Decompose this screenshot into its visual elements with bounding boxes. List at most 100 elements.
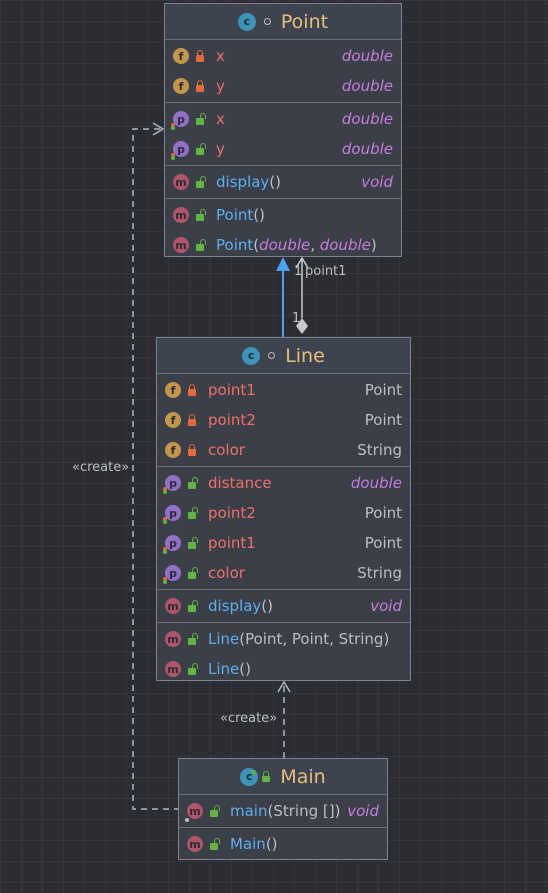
method-icon: m [165,661,181,677]
property-icon: p [163,505,181,524]
line-properties-section: p distance double p point2 Point p point… [157,467,410,590]
property-row[interactable]: p color String [157,558,410,588]
public-lock-icon [188,536,198,549]
method-name: main [230,802,268,820]
method-row[interactable]: m main (String []) void [179,796,387,826]
property-type: double [341,110,393,128]
public-lock-icon [196,208,206,221]
field-name: point2 [208,411,256,429]
property-icon: p [163,475,181,494]
property-row[interactable]: p distance double [157,468,410,498]
property-icon: p [163,535,181,554]
constructor-args: () [239,660,251,678]
property-name: color [208,564,245,582]
line-fields-section: f point1 Point f point2 Point f color St… [157,374,410,467]
field-row[interactable]: f color String [157,435,410,465]
param-type: double [259,236,311,254]
property-type: Point [364,504,402,522]
field-row[interactable]: f x double [165,41,401,71]
method-return-type: void [347,802,379,820]
constructor-row[interactable]: m Point () [165,200,401,230]
class-icon: c [237,12,256,31]
create-dependency-point-arrowhead [152,122,165,136]
property-icon: p [171,141,189,160]
property-type: double [350,474,402,492]
constructor-name: Point [216,206,254,224]
create-label-left: «create» [72,460,130,475]
assoc-multiplicity-top: 1 [294,264,303,279]
private-lock-icon [188,443,196,456]
public-lock-icon [262,770,271,782]
constructor-name: Point [216,236,254,254]
class-line[interactable]: c Line f point1 Point f point2 Point f c… [156,337,411,681]
method-icon: m [165,631,181,647]
association-arrowhead [295,256,309,269]
property-name: x [216,110,225,128]
property-row[interactable]: p point2 Point [157,498,410,528]
main-methods-section: m main (String []) void [179,795,387,828]
method-row[interactable]: m display () void [157,591,410,621]
class-line-name: Line [285,344,325,367]
constructor-name: Main [230,835,266,853]
point-constructors-section: m Point () m Point ( double , double ) [165,199,401,261]
field-row[interactable]: f point1 Point [157,375,410,405]
method-return-type: void [370,597,402,615]
public-lock-icon [196,112,206,125]
property-row[interactable]: p y double [165,134,401,164]
property-icon: p [171,111,189,130]
generalization-arrowhead [276,257,290,271]
method-row[interactable]: m display () void [165,167,401,197]
field-name: point1 [208,381,256,399]
method-return-type: void [361,173,393,191]
field-row[interactable]: f point2 Point [157,405,410,435]
point-fields-section: f x double f y double [165,40,401,103]
constructor-row[interactable]: m Line () [157,654,410,684]
field-icon: f [165,442,181,458]
param-separator: , [310,236,320,254]
create-label-bottom: «create» [220,711,278,726]
param-type: double [319,236,371,254]
public-lock-icon [188,506,198,519]
public-lock-icon [188,476,198,489]
constructor-row[interactable]: m Point ( double , double ) [165,230,401,260]
class-line-header: c Line [157,338,410,374]
point-properties-section: p x double p y double [165,103,401,166]
assoc-multiplicity-bottom: 1 [292,311,301,326]
static-method-icon: m [185,803,203,822]
class-main-header: c Main [179,759,387,795]
class-icon: c [242,346,261,365]
field-row[interactable]: f y double [165,71,401,101]
method-icon: m [173,174,189,190]
assoc-role-label: point1 [305,264,347,279]
method-icon: m [165,598,181,614]
main-constructors-section: m Main () [179,828,387,860]
property-name: point2 [208,504,256,522]
constructor-row[interactable]: m Main () [179,829,387,859]
public-lock-icon [196,175,206,188]
method-icon: m [173,237,189,253]
class-point[interactable]: c Point f x double f y double p x double… [164,3,402,257]
class-main[interactable]: c Main m main (String []) void m Main () [178,758,388,860]
composition-diamond [296,318,308,334]
field-icon: f [173,78,189,94]
paren-close: ) [370,236,377,254]
property-row[interactable]: p x double [165,104,401,134]
private-lock-icon [196,79,204,92]
constructor-row[interactable]: m Line (Point, Point, String) [157,624,410,654]
public-lock-icon [196,142,206,155]
field-name: color [208,441,245,459]
field-icon: f [165,412,181,428]
public-lock-icon [188,632,198,645]
visibility-icon [268,352,276,359]
property-name: distance [208,474,272,492]
constructor-args: (Point, Point, String) [239,630,390,648]
private-lock-icon [188,383,196,396]
property-type: String [357,564,402,582]
create-dependency-line-arrowhead [277,680,291,693]
field-name: y [216,77,225,95]
constructor-name: Line [208,630,240,648]
property-row[interactable]: p point1 Point [157,528,410,558]
constructor-args: () [253,206,265,224]
field-icon: f [165,382,181,398]
field-name: x [216,47,225,65]
